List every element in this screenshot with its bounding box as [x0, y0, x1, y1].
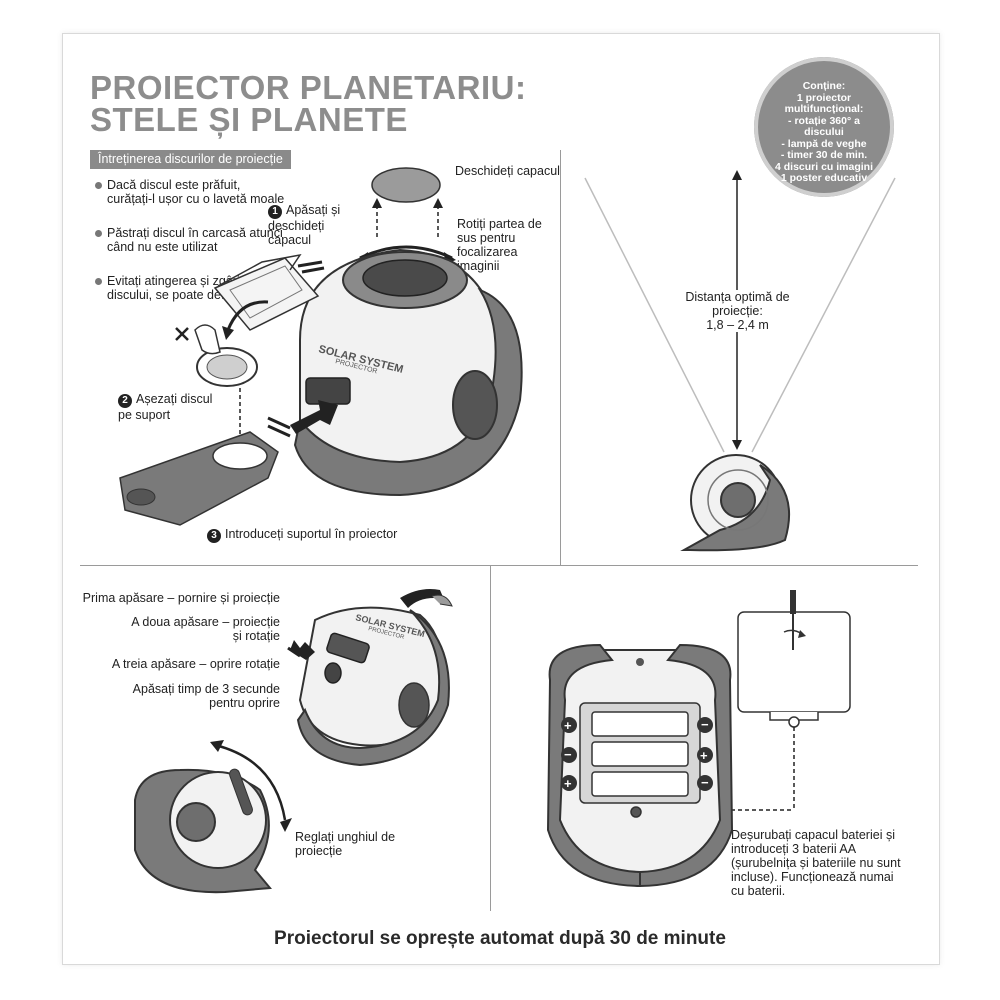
contents-line: Conține: [802, 80, 846, 92]
contents-line: 1 poster educativ [780, 172, 868, 184]
distance-block: Distanța optimă de proiecție: 1,8 – 2,4 … [680, 290, 795, 332]
lid-disc [371, 167, 441, 203]
step-3-number: 3 [207, 529, 221, 543]
adjust-angle-label: Reglați unghiul de proiecție [295, 830, 396, 858]
horizontal-divider [80, 565, 918, 566]
contents-badge: Conține: 1 proiector multifuncțional: - … [754, 57, 894, 197]
battery-instructions: Deșurubați capacul bateriei și introduce… [731, 828, 901, 898]
battery [591, 711, 689, 737]
press-1-label: Prima apăsare – pornire și proiecție [82, 591, 280, 605]
list-item: Păstrați discul în carcasă atunci când n… [95, 226, 285, 254]
contents-line: multifuncțional: [784, 103, 864, 115]
title-line-2: STELE ȘI PLANETE [90, 101, 408, 138]
contents-line: - rotație 360° a discului [788, 114, 860, 138]
contents-line: 4 discuri cu imagini [774, 160, 874, 173]
svg-text:−: − [564, 747, 572, 762]
vertical-divider-bottom [490, 566, 491, 911]
step-1-number: 1 [268, 205, 282, 219]
press-3-label: A treia apăsare – oprire rotație [111, 657, 280, 671]
list-item: Dacă discul este prăfuit, curățați-l ușo… [95, 178, 285, 206]
step-1-text: Apăsați și deschideți capacul [268, 203, 341, 247]
svg-text:−: − [701, 717, 709, 732]
contents-line: 1 proiector [796, 91, 852, 104]
contents-line: - lampă de veghe [781, 137, 867, 150]
battery [591, 771, 689, 797]
maintenance-section-label: Întreținerea discurilor de proiecție [90, 150, 291, 169]
step-2-text: Așezați discul pe suport [118, 392, 213, 422]
svg-text:+: + [564, 718, 572, 733]
distance-value: 1,8 – 2,4 m [706, 318, 769, 332]
step-2-number: 2 [118, 394, 132, 408]
contents-text: Conține: 1 proiector multifuncțional: - … [768, 80, 880, 185]
step-3: 3 Introduceți suportul în proiector [207, 527, 437, 543]
step-3-text: Introduceți suportul în proiector [225, 527, 398, 541]
auto-off-notice: Proiectorul se oprește automat după 30 d… [274, 928, 726, 949]
page-title: PROIECTOR PLANETARIU: STELE ȘI PLANETE [90, 69, 527, 138]
press-2-label: A doua apăsare – proiecție și rotație [131, 615, 280, 643]
title-line-1: PROIECTOR PLANETARIU: [90, 69, 527, 106]
distance-label: Distanța optimă de proiecție: [685, 290, 790, 318]
vertical-divider-top [560, 150, 561, 565]
svg-text:+: + [564, 776, 572, 791]
rotate-top-label: Rotiți partea de sus pentru focalizarea … [457, 217, 542, 273]
svg-text:−: − [701, 775, 709, 790]
power-button [324, 662, 342, 684]
svg-text:+: + [700, 748, 708, 763]
open-lid-label: Deschideți capacul [455, 164, 560, 178]
contents-line: - timer 30 de min. [780, 149, 868, 161]
press-hold-label: Apăsați timp de 3 secunde pentru oprire [132, 682, 280, 710]
battery [591, 741, 689, 767]
